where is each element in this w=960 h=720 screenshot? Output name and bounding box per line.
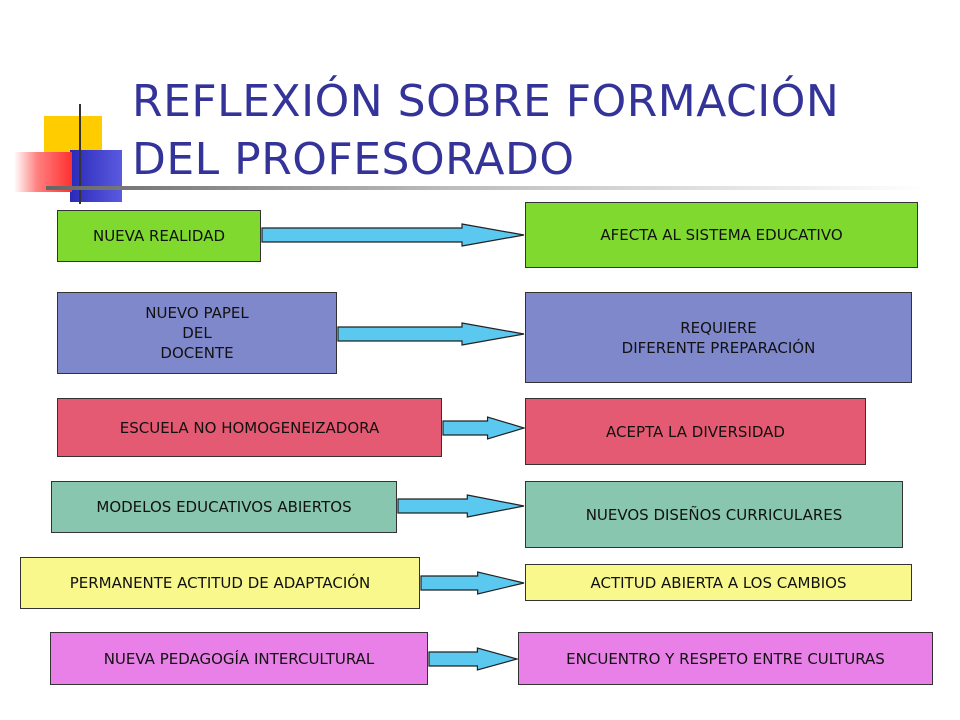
left-box-label: ESCUELA NO HOMOGENEIZADORA xyxy=(119,418,380,437)
arrow-0 xyxy=(261,223,525,247)
arrow-1 xyxy=(337,322,525,346)
right-box-label: ACTITUD ABIERTA A LOS CAMBIOS xyxy=(590,573,847,592)
left-box-label: NUEVA PEDAGOGÍA INTERCULTURAL xyxy=(103,649,375,668)
left-box-nuevo-papel: NUEVO PAPEL DEL DOCENTE xyxy=(57,292,337,374)
decor-vertical-line xyxy=(79,104,81,204)
right-box-label: NUEVOS DISEÑOS CURRICULARES xyxy=(585,505,843,524)
left-box-label: NUEVA REALIDAD xyxy=(92,227,226,245)
decor-horizontal-line xyxy=(46,186,926,190)
right-box-afecta-sistema: AFECTA AL SISTEMA EDUCATIVO xyxy=(525,202,918,268)
left-box-nueva-realidad: NUEVA REALIDAD xyxy=(57,210,261,262)
right-box-nuevos-disenos: NUEVOS DISEÑOS CURRICULARES xyxy=(525,481,903,548)
left-box-escuela: ESCUELA NO HOMOGENEIZADORA xyxy=(57,398,442,457)
page-title: REFLEXIÓN SOBRE FORMACIÓN DEL PROFESORAD… xyxy=(132,76,840,186)
arrow-5 xyxy=(428,647,520,671)
left-box-label: PERMANENTE ACTITUD DE ADAPTACIÓN xyxy=(69,574,371,592)
arrow-2 xyxy=(442,416,527,440)
left-box-permanente-actitud: PERMANENTE ACTITUD DE ADAPTACIÓN xyxy=(20,557,420,609)
right-box-acepta-diversidad: ACEPTA LA DIVERSIDAD xyxy=(525,398,866,465)
right-box-encuentro-respeto: ENCUENTRO Y RESPETO ENTRE CULTURAS xyxy=(518,632,933,685)
decor-red-square xyxy=(14,152,72,192)
right-box-requiere-preparacion: REQUIERE DIFERENTE PREPARACIÓN xyxy=(525,292,912,383)
right-box-label: AFECTA AL SISTEMA EDUCATIVO xyxy=(600,226,843,244)
right-box-actitud-abierta: ACTITUD ABIERTA A LOS CAMBIOS xyxy=(525,564,912,601)
left-box-label: MODELOS EDUCATIVOS ABIERTOS xyxy=(96,498,352,516)
arrow-4 xyxy=(420,571,525,595)
left-box-modelos: MODELOS EDUCATIVOS ABIERTOS xyxy=(51,481,397,533)
right-box-label: ACEPTA LA DIVERSIDAD xyxy=(606,422,785,441)
left-box-label: NUEVO PAPEL DEL DOCENTE xyxy=(145,304,249,362)
right-box-label: ENCUENTRO Y RESPETO ENTRE CULTURAS xyxy=(566,649,885,668)
arrow-3 xyxy=(397,494,525,518)
left-box-pedagogia-intercultural: NUEVA PEDAGOGÍA INTERCULTURAL xyxy=(50,632,428,685)
right-box-label: REQUIERE DIFERENTE PREPARACIÓN xyxy=(621,318,816,357)
decor-blue-square xyxy=(70,150,122,202)
